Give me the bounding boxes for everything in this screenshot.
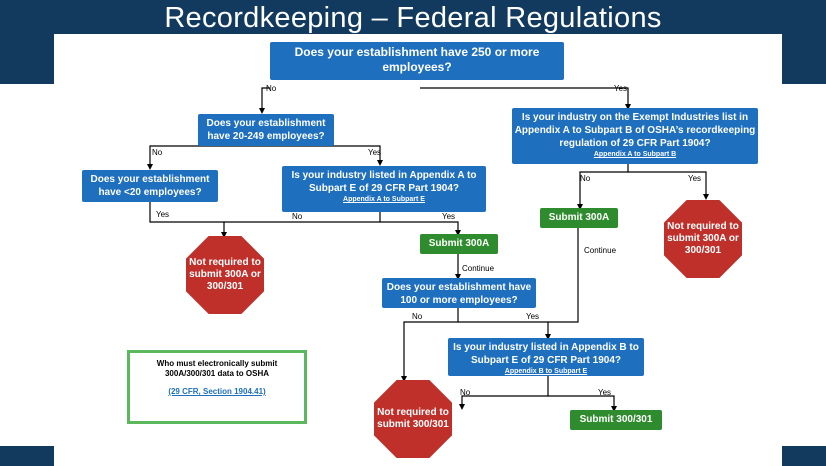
question-appendix-a-subpart-e: Is your industry listed in Appendix A to… (282, 166, 486, 212)
question-20-249-text: Does your establishment have 20-249 empl… (206, 118, 326, 142)
question-100-employees: Does your establishment have 100 or more… (382, 278, 536, 308)
appendix-a-subpart-b-link[interactable]: Appendix A to Subpart B (593, 151, 677, 158)
question-lt20-employees: Does your establishment have <20 employe… (82, 170, 218, 202)
info-box-title: Who must electronically submit 300A/300/… (156, 359, 278, 378)
appendix-b-subpart-e-link[interactable]: Appendix B to Subpart E (504, 368, 588, 375)
question-exempt-industries: Is your industry on the Exempt Industrie… (512, 108, 758, 164)
question-250-text: Does your establishment have 250 or more… (294, 45, 540, 74)
corner-band-bottom-right (782, 446, 826, 466)
label-continue-right: Continue (584, 246, 617, 255)
stop-sign-not-required-3: Not required to submit 300/301 (374, 380, 452, 458)
corner-band-left (0, 34, 54, 84)
label-yes-appA-E: Yes (442, 212, 456, 221)
title-bar (0, 0, 826, 34)
label-yes-exempt: Yes (688, 174, 702, 183)
label-yes-lt20: Yes (156, 210, 170, 219)
question-100-text: Does your establishment have 100 or more… (386, 282, 532, 306)
label-no-appB-E: No (460, 388, 471, 397)
slide-title: Recordkeeping – Federal Regulations (164, 2, 662, 34)
submit-300a-left: Submit 300A (420, 234, 498, 254)
stop-sign-3-text: Not required to submit 300/301 (377, 407, 449, 430)
stop-sign-2-text: Not required to submit 300A or 300/301 (667, 221, 739, 256)
submit-300-301: Submit 300/301 (570, 410, 662, 430)
question-appB-E-text: Is your industry listed in Appendix B to… (453, 342, 639, 366)
question-250-employees: Does your establishment have 250 or more… (270, 42, 564, 80)
corner-band-right (782, 34, 826, 84)
submit-300a-right: Submit 300A (540, 208, 618, 228)
label-yes-100: Yes (526, 312, 540, 321)
question-lt20-text: Does your establishment have <20 employe… (90, 174, 210, 198)
stop-sign-not-required-1: Not required to submit 300A or 300/301 (186, 236, 264, 314)
label-yes-20-249: Yes (368, 148, 382, 157)
question-20-249-employees: Does your establishment have 20-249 empl… (198, 114, 334, 146)
label-no-100: No (412, 312, 423, 321)
stop-sign-1-text: Not required to submit 300A or 300/301 (189, 257, 261, 292)
cfr-section-link[interactable]: (29 CFR, Section 1904.41) (168, 387, 266, 396)
label-no-20-249: No (152, 148, 163, 157)
label-yes-appB-E: Yes (598, 388, 612, 397)
question-appA-E-text: Is your industry listed in Appendix A to… (291, 170, 477, 194)
question-exempt-text: Is your industry on the Exempt Industrie… (514, 112, 756, 149)
label-yes-top: Yes (614, 84, 628, 93)
question-appendix-b-subpart-e: Is your industry listed in Appendix B to… (448, 338, 644, 376)
stop-sign-not-required-2: Not required to submit 300A or 300/301 (664, 200, 742, 278)
label-no-exempt: No (580, 174, 591, 183)
electronic-submission-info-box: Who must electronically submit 300A/300/… (127, 350, 307, 424)
label-no-top: No (266, 84, 277, 93)
corner-band-bottom-left (0, 446, 54, 466)
label-no-appA-E: No (292, 212, 303, 221)
label-continue-left: Continue (462, 264, 495, 273)
appendix-a-subpart-e-link[interactable]: Appendix A to Subpart E (343, 196, 425, 203)
